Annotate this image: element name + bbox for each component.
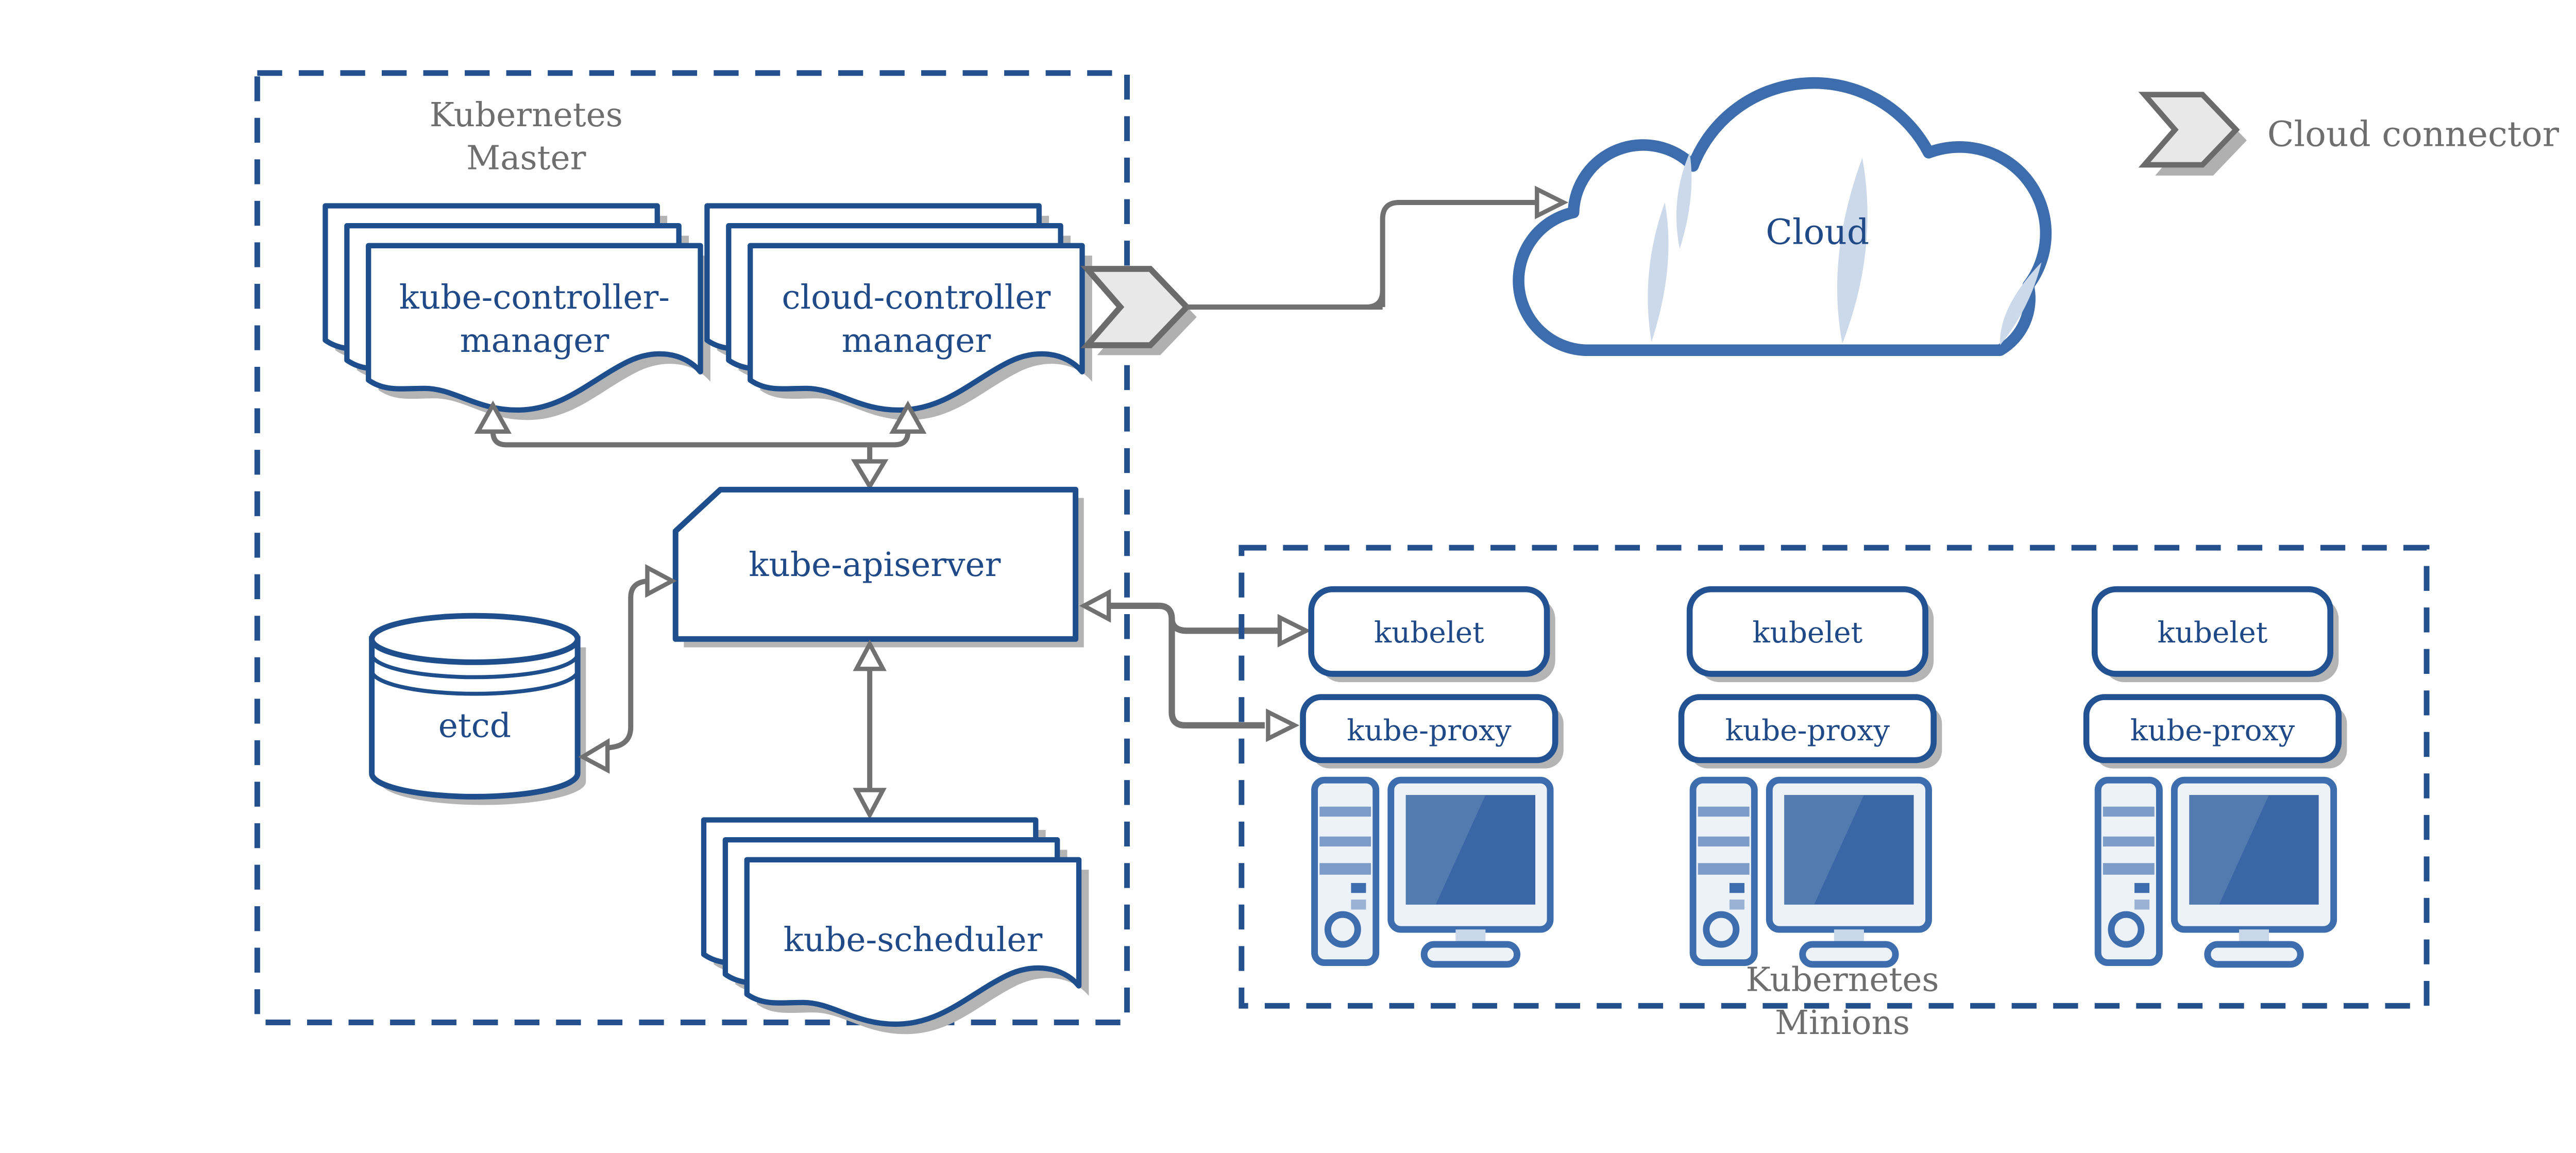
cloud-controller-manager-label-line1: cloud-controller xyxy=(782,278,1050,317)
kube-controller-manager-label-line1: kube-controller- xyxy=(399,278,670,317)
kube-scheduler-node: kube-scheduler xyxy=(704,820,1089,1035)
etcd-disk-line xyxy=(369,670,580,696)
kube-proxy-label: kube-proxy xyxy=(1347,714,1512,748)
minion-node-3: kubelet kube-proxy xyxy=(2083,586,2347,964)
etcd-cylinder-top xyxy=(369,613,581,665)
kube-apiserver-node: kube-apiserver xyxy=(672,486,1084,648)
computer-icon xyxy=(1693,780,1928,964)
arrowhead-into-cloud xyxy=(1535,185,1569,219)
arrowhead-into-scheduler xyxy=(853,788,887,820)
cloud-crescent xyxy=(1676,152,1692,249)
kubelet-box xyxy=(1308,586,1550,677)
diagram-canvas: Kubernetes Master kube-controller- manag… xyxy=(254,70,2560,1043)
master-title-line1: Kubernetes xyxy=(430,96,623,134)
arrowhead-into-etcd xyxy=(578,738,610,774)
arrowhead-into-kube-proxy xyxy=(1266,708,1300,742)
arrowhead-into-cloud-controller-manager xyxy=(889,400,927,434)
kube-controller-manager-node: kube-controller- manager xyxy=(325,206,710,420)
kube-proxy-label: kube-proxy xyxy=(1725,714,1890,748)
arrowhead-into-kube-controller-manager xyxy=(474,400,512,434)
kubelet-box xyxy=(1686,586,1928,677)
cloud-label: Cloud xyxy=(1766,212,1869,252)
arrow-apiserver-minions xyxy=(1079,589,1311,742)
cloud-node: Cloud xyxy=(1513,77,2052,357)
master-title-line2: Master xyxy=(466,139,586,178)
arrow-etcd-apiserver xyxy=(578,564,677,774)
arrow-apiserver-scheduler xyxy=(853,639,887,820)
computer-icon xyxy=(2098,780,2333,964)
legend-cloud-connector: Cloud connector xyxy=(2144,95,2560,176)
kubernetes-architecture-diagram: Kubernetes Master kube-controller- manag… xyxy=(254,70,2560,1043)
minions-title-line1: Kubernetes xyxy=(1745,960,1939,999)
arrowhead-into-apiserver-right xyxy=(1079,589,1111,623)
kube-proxy-box xyxy=(2083,694,2342,764)
cloud-crescent xyxy=(1648,202,1669,342)
etcd-node: etcd xyxy=(369,613,586,805)
legend-label: Cloud connector xyxy=(2267,114,2560,155)
kubelet-box xyxy=(2091,586,2333,677)
kube-proxy-label: kube-proxy xyxy=(2130,714,2295,748)
apiserver-box xyxy=(672,486,1079,642)
etcd-label: etcd xyxy=(438,706,511,745)
cloud-crescent xyxy=(1999,262,2042,346)
arrowhead-into-kubelet xyxy=(1277,614,1311,648)
cloud-controller-manager-node: cloud-controller manager xyxy=(707,206,1092,420)
etcd-disk-line xyxy=(369,653,580,680)
cloud-crescent xyxy=(1837,158,1868,344)
cloud-connector-icon xyxy=(1087,269,1197,355)
minion-node-1: kubelet kube-proxy xyxy=(1300,586,1564,964)
arrowhead-into-apiserver-bottom xyxy=(853,639,887,671)
kubelet-label: kubelet xyxy=(1752,616,1862,650)
arrowhead-into-apiserver-left xyxy=(645,564,677,598)
minions-title-line2: Minions xyxy=(1775,1004,1910,1042)
kubernetes-minions-boundary xyxy=(1239,545,2430,1009)
minion-node-2: kubelet kube-proxy xyxy=(1678,586,1942,964)
computer-icon xyxy=(1315,780,1550,964)
arrowhead-into-apiserver-top xyxy=(851,459,889,491)
kube-proxy-box xyxy=(1678,694,1937,764)
kubelet-label: kubelet xyxy=(2157,616,2267,650)
kube-controller-manager-label-line2: manager xyxy=(460,321,609,360)
arrow-controller-managers-apiserver xyxy=(474,400,927,491)
cloud-controller-manager-label-line2: manager xyxy=(842,321,991,360)
kubelet-label: kubelet xyxy=(1374,616,1484,650)
kube-apiserver-label: kube-apiserver xyxy=(749,546,1001,584)
kubernetes-minions-title: Kubernetes Minions xyxy=(1745,960,1939,1042)
kube-scheduler-label: kube-scheduler xyxy=(784,921,1043,959)
arrow-cloud-connector-to-cloud xyxy=(1187,185,1569,310)
kubernetes-master-title: Kubernetes Master xyxy=(430,96,623,178)
etcd-cylinder-body xyxy=(369,636,581,800)
kube-proxy-box xyxy=(1300,694,1558,764)
kubernetes-master-boundary xyxy=(254,70,1130,1026)
